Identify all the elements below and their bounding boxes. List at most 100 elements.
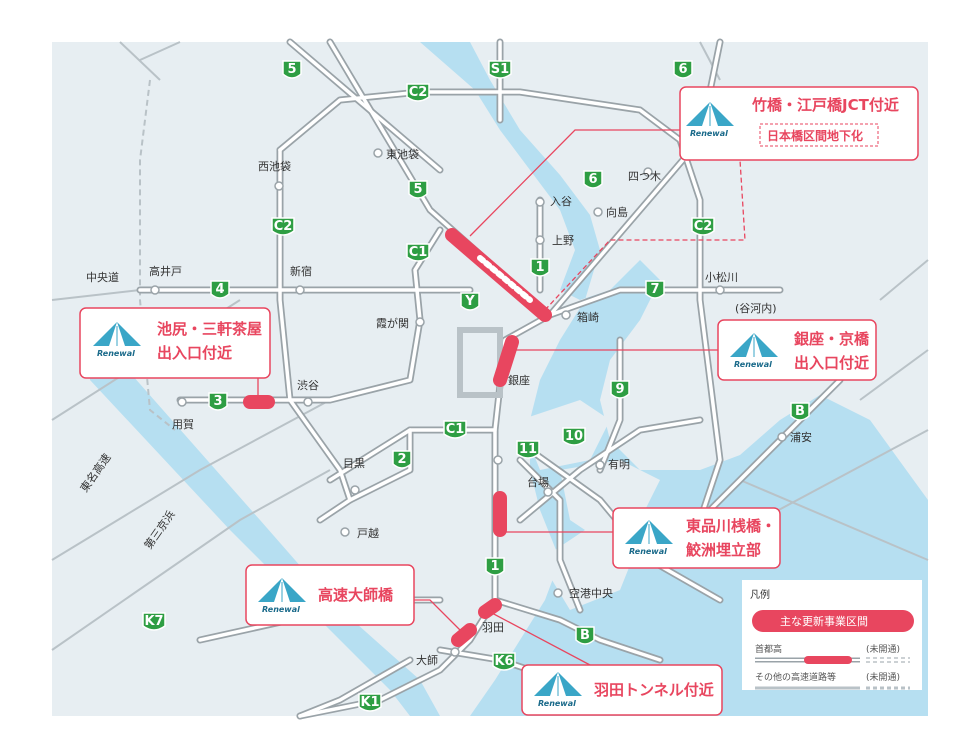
- place-label: 戸越: [357, 526, 379, 540]
- route-shield-1: 1: [485, 557, 505, 576]
- renewal-kosokudaishi: [451, 623, 477, 647]
- interchange-dots: [150, 148, 787, 657]
- place-label: 高井戸: [149, 264, 182, 278]
- callout-title-line1: 銀座・京橋: [794, 330, 870, 348]
- callout-ikejiri: Renewal 池尻・三軒茶屋 出入口付近: [79, 307, 271, 379]
- route-shield-4: 4: [210, 280, 230, 299]
- route-shield-c1: C1: [406, 243, 430, 262]
- callout-title-line2: 鮫洲埋立部: [686, 541, 761, 559]
- logo-text: Renewal: [734, 360, 772, 369]
- place-label: 中央道: [86, 270, 119, 284]
- place-label: 有明: [608, 457, 630, 471]
- route-shield-b: B: [790, 402, 810, 421]
- legend-unopened2: (未開通): [866, 671, 900, 683]
- route-shield-c1: C1: [443, 420, 467, 439]
- renewal-sections: [243, 228, 552, 647]
- route-shield-label: K6: [494, 654, 513, 669]
- route-shield-label: 10: [565, 429, 583, 444]
- route-shield-label: 1: [490, 559, 499, 574]
- logo-text: Renewal: [629, 547, 667, 556]
- c1-loop: [457, 327, 503, 398]
- place-label: 羽田: [482, 621, 504, 634]
- renewal-logo-icon: Renewal: [93, 322, 141, 358]
- route-shield-label: 2: [397, 452, 406, 467]
- place-label: 台場: [527, 475, 549, 489]
- route-shield-c2: C2: [691, 217, 715, 236]
- route-shield-label: 3: [213, 394, 222, 409]
- route-shield-5: 5: [282, 60, 302, 79]
- route-shield-3: 3: [208, 392, 228, 411]
- route-shield-c2: C2: [406, 83, 430, 102]
- renewal-haneda: [478, 598, 502, 619]
- route-shield-label: C2: [274, 219, 293, 234]
- route-shield-label: 6: [678, 62, 687, 77]
- place-label: 西池袋: [258, 159, 291, 173]
- callout-ginza: Renewal 銀座・京橋 出入口付近: [717, 319, 877, 381]
- place-label: 浦安: [790, 430, 812, 444]
- legend-shutoko: 首都高: [755, 643, 782, 655]
- callout-title-line1: 東品川桟橋・: [686, 517, 776, 535]
- route-shield-label: 4: [215, 282, 224, 297]
- callout-title-line1: 池尻・三軒茶屋: [157, 320, 262, 338]
- callout-title: 高速大師橋: [318, 586, 394, 604]
- route-shield-label: 5: [413, 182, 422, 197]
- place-label: 用賀: [172, 418, 194, 431]
- callout-kosokudaishi: Renewal 高速大師橋: [245, 564, 415, 626]
- logo-text: Renewal: [690, 129, 728, 138]
- callout-title-line2: 出入口付近: [794, 354, 869, 372]
- route-shield-label: 1: [535, 260, 544, 275]
- route-shield-label: B: [795, 404, 805, 419]
- logo-text: Renewal: [97, 349, 135, 358]
- place-label: 東池袋: [386, 147, 419, 161]
- dashed-unopened-ring: [139, 79, 176, 431]
- legend: 凡例 主な更新事業区間 首都高 (未開通) その他の高速道路等 (未開通): [742, 580, 922, 690]
- route-shield-label: C2: [694, 219, 713, 234]
- callout-subtitle: 日本橋区間地下化: [767, 128, 863, 143]
- place-label: 空港中央: [569, 586, 613, 600]
- callout-title: 竹橋・江戸橋JCT付近: [751, 96, 899, 114]
- route-shield-label: S1: [491, 62, 509, 77]
- renewal-logo-icon: Renewal: [258, 578, 306, 614]
- route-shield-s1: S1: [488, 60, 512, 79]
- route-shield-6: 6: [673, 60, 693, 79]
- legend-title: 凡例: [750, 588, 770, 601]
- place-label: 新宿: [290, 264, 312, 278]
- route-shield-b: B: [575, 626, 595, 645]
- place-label: 上野: [552, 234, 574, 247]
- callout-title: 羽田トンネル付近: [594, 681, 714, 699]
- route-shield-label: 5: [287, 62, 296, 77]
- route-shield-5: 5: [408, 180, 428, 199]
- route-shield-k6: K6: [492, 652, 516, 671]
- place-label: 銀座: [508, 373, 530, 387]
- legend-other: その他の高速道路等: [755, 671, 836, 683]
- place-label: 四つ木: [628, 170, 661, 183]
- route-shield-label: K7: [144, 614, 163, 629]
- place-label: 渋谷: [297, 379, 319, 392]
- legend-unopened: (未開通): [866, 643, 900, 655]
- route-shield-1: 1: [530, 258, 550, 277]
- route-shield-label: B: [580, 628, 590, 643]
- route-shield-label: 9: [615, 382, 624, 397]
- renewal-logo-icon: Renewal: [625, 520, 673, 556]
- logo-text: Renewal: [538, 699, 576, 708]
- route-shield-6: 6: [583, 170, 603, 189]
- place-label: (谷河内): [735, 301, 777, 315]
- place-label: 入谷: [550, 195, 572, 208]
- route-shield-9: 9: [610, 380, 630, 399]
- route-shield-2: 2: [392, 450, 412, 469]
- route-shield-label: C1: [409, 245, 428, 260]
- place-label: 小松川: [705, 270, 738, 284]
- route-shield-10: 10: [562, 427, 586, 446]
- route-shield-label: 7: [650, 282, 659, 297]
- place-label: 箱崎: [577, 310, 599, 324]
- route-shield-11: 11: [516, 440, 540, 459]
- renewal-logo-icon: Renewal: [730, 333, 778, 369]
- route-shield-label: Y: [464, 294, 475, 309]
- route-shield-y: Y: [460, 292, 480, 311]
- place-label: 霞が関: [376, 316, 409, 330]
- renewal-logo-icon: Renewal: [534, 672, 582, 708]
- place-label: 向島: [606, 205, 628, 219]
- place-label: 大師: [416, 653, 438, 667]
